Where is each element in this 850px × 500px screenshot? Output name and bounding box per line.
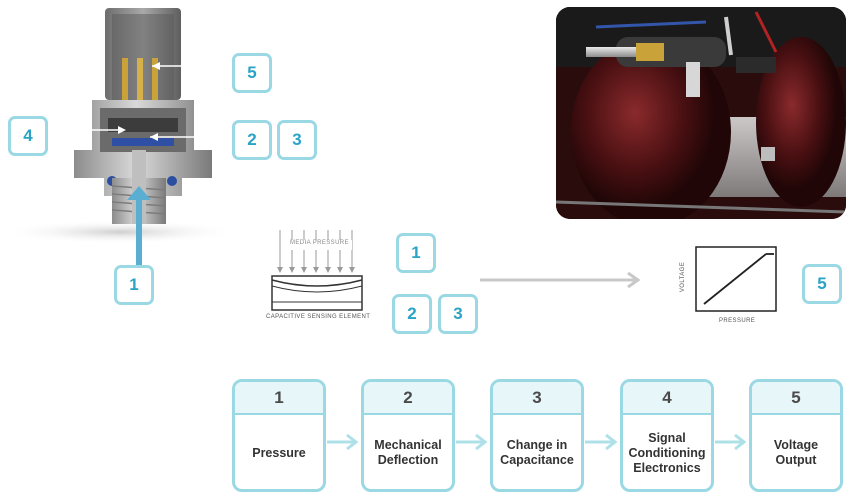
flow-step-mechanical-deflection: 2 Mechanical Deflection bbox=[361, 379, 455, 492]
flow-step-label: Mechanical Deflection bbox=[374, 438, 442, 467]
callout-sensor-3: 3 bbox=[277, 120, 317, 160]
deflected-diaphragm bbox=[271, 279, 363, 287]
callout-output-5: 5 bbox=[802, 264, 842, 304]
voltage-output-graph bbox=[695, 246, 777, 312]
flow-step-change-in-capacitance: 3 Change in Capacitance bbox=[490, 379, 584, 492]
callout-element-3: 3 bbox=[438, 294, 478, 334]
flow-step-label: Voltage Output bbox=[773, 438, 819, 467]
flow-step-voltage-output: 5 Voltage Output bbox=[749, 379, 843, 492]
flow-step-signal-conditioning: 4 Signal Conditioning Electronics bbox=[620, 379, 714, 492]
callout-sensor-2: 2 bbox=[232, 120, 272, 160]
voltage-axis-label: VOLTAGE bbox=[680, 261, 687, 293]
installed-sensor-photo bbox=[556, 7, 846, 219]
callout-sensor-1: 1 bbox=[114, 265, 154, 305]
flow-step-number: 3 bbox=[493, 382, 581, 415]
media-pressure-label: MEDIA PRESSURE bbox=[290, 240, 349, 246]
callout-element-1: 1 bbox=[396, 233, 436, 273]
linear-output-line bbox=[703, 253, 767, 305]
flow-step-number: 5 bbox=[752, 382, 840, 415]
flow-step-label: Pressure bbox=[252, 445, 306, 460]
callout-sensor-5: 5 bbox=[232, 53, 272, 93]
connector-pin bbox=[137, 58, 143, 120]
flow-arrows bbox=[327, 433, 747, 451]
connector-pin bbox=[122, 58, 128, 120]
capacitive-element-diagram bbox=[271, 230, 363, 311]
flow-step-label: Signal Conditioning Electronics bbox=[628, 430, 706, 475]
sensor-cutaway-illustration bbox=[0, 8, 240, 268]
gray-flow-arrow bbox=[480, 271, 641, 289]
pressure-axis-label: PRESSURE bbox=[719, 318, 756, 324]
flow-step-number: 1 bbox=[235, 382, 323, 415]
electronics-module bbox=[108, 118, 178, 132]
connector-pin bbox=[152, 58, 158, 120]
sensing-element-housing bbox=[271, 275, 363, 311]
flow-step-number: 4 bbox=[623, 382, 711, 415]
o-ring bbox=[167, 176, 177, 186]
flow-step-label: Change in Capacitance bbox=[500, 438, 574, 467]
capacitive-element-label: CAPACITIVE SENSING ELEMENT bbox=[266, 314, 371, 320]
flow-step-pressure: 1 Pressure bbox=[232, 379, 326, 492]
flow-step-number: 2 bbox=[364, 382, 452, 415]
sensing-diaphragm bbox=[112, 138, 174, 146]
callout-element-2: 2 bbox=[392, 294, 432, 334]
callout-sensor-4: 4 bbox=[8, 116, 48, 156]
